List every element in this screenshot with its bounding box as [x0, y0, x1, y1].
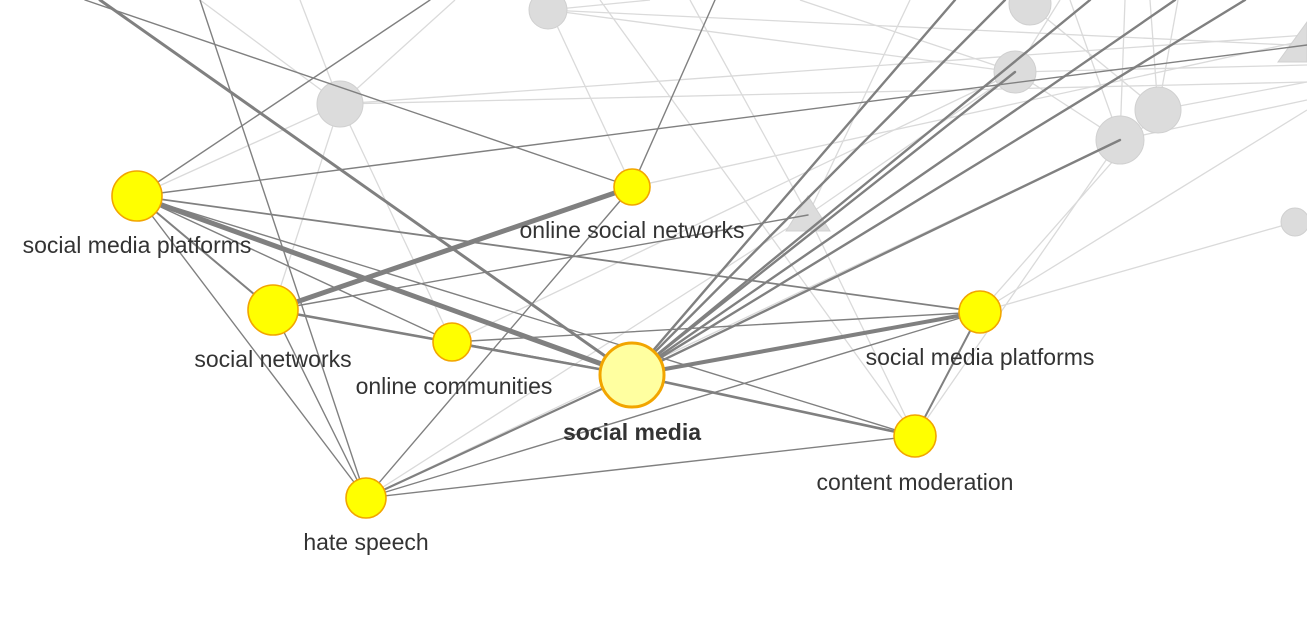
label-social-media-platforms-left: social media platforms	[23, 232, 252, 258]
node-online-social-networks[interactable]	[613, 168, 651, 206]
node-social-media-platforms-right[interactable]	[958, 290, 1002, 334]
background-node[interactable]	[1008, 0, 1052, 26]
label-online-social-networks: online social networks	[519, 217, 744, 243]
node-social-media-platforms-left[interactable]	[111, 170, 163, 222]
highlighted-edges	[84, 0, 1307, 500]
label-social-media: social media	[563, 419, 701, 445]
background-node[interactable]	[528, 0, 568, 30]
node-online-communities[interactable]	[432, 322, 472, 362]
label-social-media-platforms-right: social media platforms	[866, 344, 1095, 370]
background-nodes	[316, 0, 1307, 237]
background-node[interactable]	[1134, 86, 1182, 134]
node-content-moderation[interactable]	[893, 414, 937, 458]
background-node[interactable]	[316, 80, 364, 128]
highlighted-nodes	[111, 168, 1002, 519]
background-triangle-node[interactable]	[1277, 21, 1307, 63]
background-node[interactable]	[1280, 207, 1307, 237]
node-social-media[interactable]	[598, 341, 666, 409]
label-online-communities: online communities	[356, 373, 553, 399]
node-hate-speech[interactable]	[345, 477, 387, 519]
background-edges	[136, 0, 1307, 499]
label-content-moderation: content moderation	[817, 469, 1014, 495]
node-labels: social media platforms online social net…	[23, 217, 1095, 555]
label-hate-speech: hate speech	[303, 529, 428, 555]
label-social-networks: social networks	[194, 346, 351, 372]
node-social-networks[interactable]	[247, 284, 299, 336]
